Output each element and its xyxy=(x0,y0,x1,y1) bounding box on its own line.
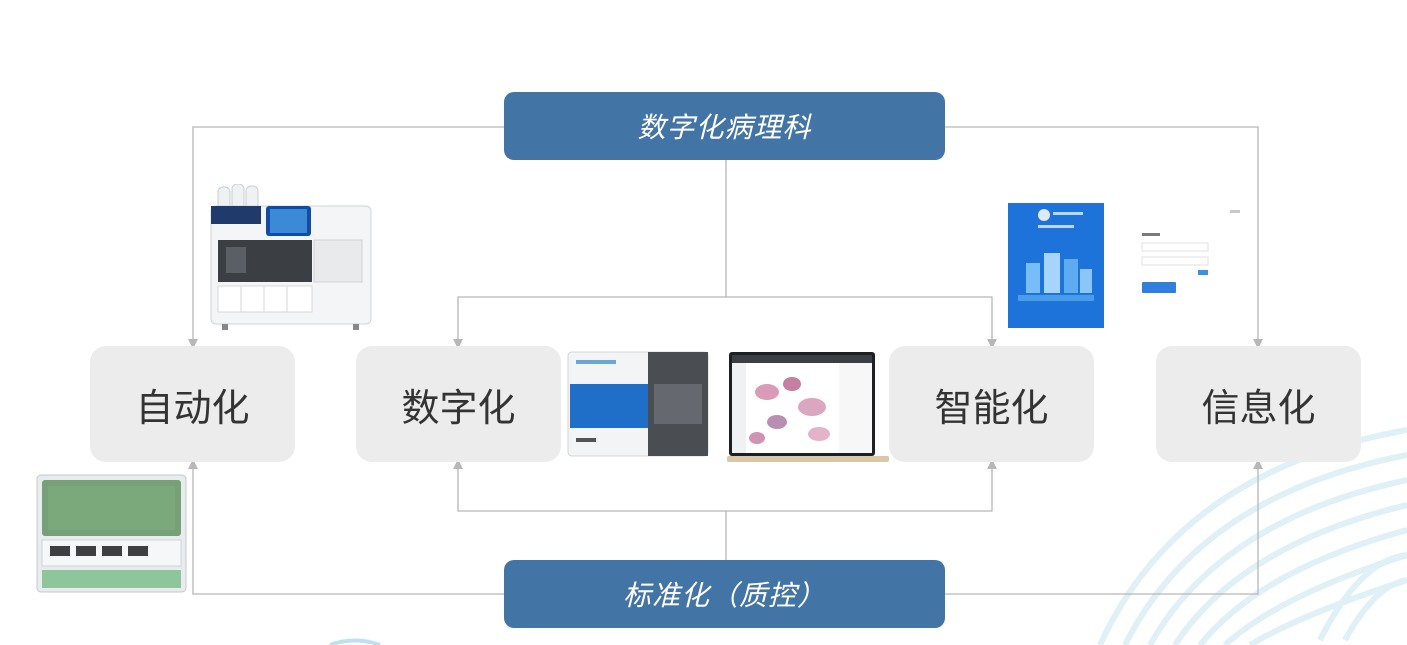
platform-cover-image xyxy=(1008,203,1104,328)
automated-stainer-device xyxy=(210,184,372,330)
digital-pathology-banner: 数字化病理科 xyxy=(504,92,945,160)
slide-scanner-device xyxy=(567,351,709,457)
informatization-box: 信息化 xyxy=(1156,346,1361,462)
digitization-box: 数字化 xyxy=(356,346,561,462)
intelligence-box: 智能化 xyxy=(889,346,1094,462)
laptop-ai-viewer xyxy=(727,352,889,462)
standardization-banner: 标准化（质控） xyxy=(504,560,945,628)
automation-box: 自动化 xyxy=(90,346,295,462)
slide-printer-device xyxy=(36,474,187,593)
login-page-screenshot xyxy=(1128,203,1252,303)
